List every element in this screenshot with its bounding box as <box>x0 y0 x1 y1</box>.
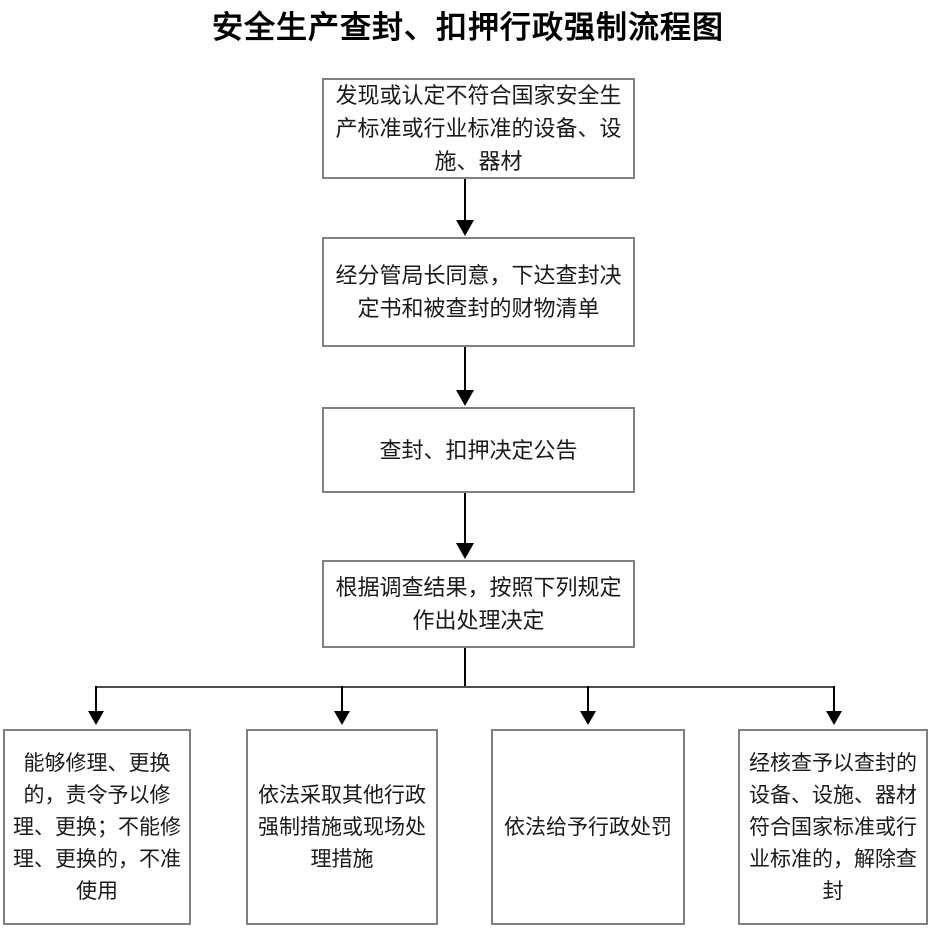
branch-distribution-bar <box>95 686 834 688</box>
outcome-node-4: 经核查予以查封的设备、设施、器材符合国家标准或行业标准的，解除查封 <box>738 729 928 925</box>
outcome-node-label: 依法给予行政处罚 <box>504 815 672 839</box>
arrowhead-outcome-2 <box>334 711 350 725</box>
arrowhead-outcome-3 <box>580 711 596 725</box>
outcome-node-label: 经核查予以查封的设备、设施、器材符合国家标准或行业标准的，解除查封 <box>749 751 917 903</box>
process-node-step-4: 根据调查结果，按照下列规定作出处理决定 <box>322 560 635 648</box>
connector-branch-outcome-2 <box>341 686 343 714</box>
outcome-node-1: 能够修理、更换的，责令予以修理、更换；不能修理、更换的，不准使用 <box>3 729 191 925</box>
arrowhead-step2-step3 <box>456 390 474 406</box>
page-title: 安全生产查封、扣押行政强制流程图 <box>212 10 724 45</box>
process-node-label: 经分管局长同意，下达查封决定书和被查封的财物清单 <box>335 263 622 321</box>
outcome-node-2: 依法采取其他行政强制措施或现场处理措施 <box>246 729 438 925</box>
outcome-node-3: 依法给予行政处罚 <box>491 729 685 925</box>
arrowhead-step1-step2 <box>456 220 474 236</box>
process-node-label: 根据调查结果，按照下列规定作出处理决定 <box>335 575 622 633</box>
process-node-step-2: 经分管局长同意，下达查封决定书和被查封的财物清单 <box>322 237 635 347</box>
outcome-node-label: 能够修理、更换的，责令予以修理、更换；不能修理、更换的，不准使用 <box>13 751 181 903</box>
arrowhead-outcome-4 <box>826 711 842 725</box>
outcome-node-label: 依法采取其他行政强制措施或现场处理措施 <box>258 783 426 871</box>
connector-step2-step3 <box>464 347 466 393</box>
connector-step4-branchbar <box>464 648 466 686</box>
connector-step1-step2 <box>464 179 466 224</box>
process-node-label: 发现或认定不符合国家安全生产标准或行业标准的设备、设施、器材 <box>335 83 622 174</box>
process-node-step-3: 查封、扣押决定公告 <box>322 407 635 493</box>
process-node-label: 查封、扣押决定公告 <box>379 437 578 463</box>
arrowhead-step3-step4 <box>456 543 474 559</box>
connector-branch-outcome-4 <box>833 686 835 714</box>
arrowhead-outcome-1 <box>88 711 104 725</box>
connector-branch-outcome-1 <box>95 686 97 714</box>
connector-branch-outcome-3 <box>587 686 589 714</box>
process-node-step-1: 发现或认定不符合国家安全生产标准或行业标准的设备、设施、器材 <box>322 78 635 179</box>
connector-step3-step4 <box>464 493 466 543</box>
